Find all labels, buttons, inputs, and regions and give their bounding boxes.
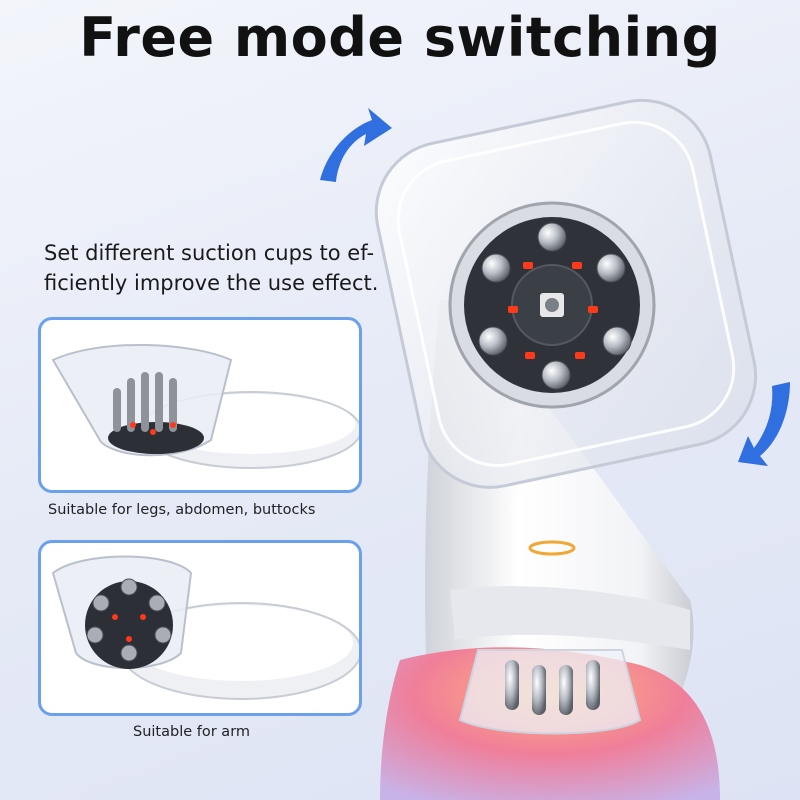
red-light-leds <box>508 262 598 359</box>
mode-card-small-cup <box>38 540 362 716</box>
rotate-arrow-icon <box>320 108 392 182</box>
device-large-cup-image <box>51 344 359 469</box>
power-button-icon <box>528 540 576 556</box>
rotate-arrow-icon <box>738 382 790 466</box>
card-1-caption: Suitable for legs, abdomen, buttocks <box>48 502 316 518</box>
description-line-2: ficiently improve the use effect. <box>44 271 379 295</box>
card-2-caption: Suitable for arm <box>133 724 251 740</box>
description: Set different suction cups to ef- ficien… <box>44 238 384 298</box>
device-small-cup-image <box>51 555 359 700</box>
page-title: Free mode switching <box>79 6 721 69</box>
description-line-1: Set different suction cups to ef- <box>44 241 375 265</box>
mode-card-large-cup <box>38 317 362 493</box>
massage-balls <box>478 222 632 390</box>
